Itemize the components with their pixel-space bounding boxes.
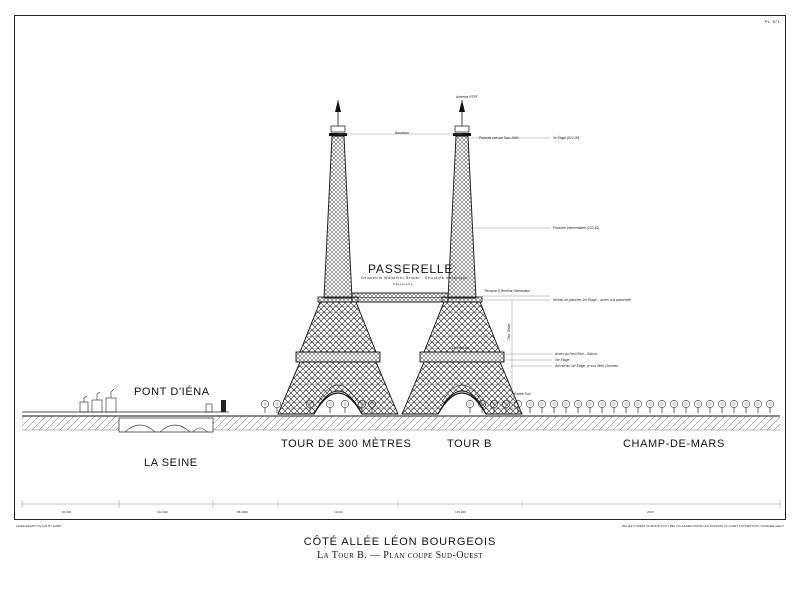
caption-title: CÔTÉ ALLÉE LÉON BOURGEOIS [303,536,497,548]
pont-iena-label: PONT D'IÉNA [134,386,210,398]
annotation-antenne: Antenne RTBF [456,95,478,99]
annotation-etage3: 3e Étage (912,00) [553,136,580,140]
dimension-value: 132,000 [157,510,168,514]
dimension-value: 95,0000 [237,510,248,514]
ground-line [22,415,780,431]
dimension-value: 135,000 [455,510,466,514]
passerelle-sublabel: Géométrie Wanderer-Broder : Structure mé… [361,276,469,280]
dimension-value: 2000 [647,510,654,514]
plate-number: PL. N°1 [764,19,780,24]
tour-300-label: TOUR DE 300 MÈTRES [281,438,412,450]
seine-label: LA SEINE [144,457,198,469]
annotation-dim-top: Baudouin [395,131,409,135]
annotation-entree: Entrée Sud [514,392,531,396]
passerelle-label: PASSERELLE [368,262,454,276]
annotation-acces: Accès au Feuil Bert – Balcon [555,352,598,356]
footnote-right: RELIEF FOREST DUMOND-TOUT BEL TOULEMER F… [622,524,784,528]
annotation-etage1: 1er Étage [555,358,570,362]
annotation-niveau: Niveau de plancher 1er Étage – accès à l… [553,298,632,302]
caption-subtitle: La Tour B. — Plan coupe Sud-Ouest [317,550,483,561]
passerelle-note: Passerelle [393,282,414,286]
tour-b-label: TOUR B [447,438,492,450]
passerelle-bridge [351,292,449,303]
annotation-vertical-dim: Tour Treize [507,323,511,340]
dimension-value: 113,00 [334,510,343,514]
drawing-frame [14,15,786,520]
annotation-point-vue: Point de vue sur Tour 1000 [479,136,519,140]
pont-iena-bridge [22,388,229,433]
annotation-plancher: Plancher intermédiaire (222,40) [553,226,600,230]
annotation-terrasse: Terrasse G Breithar Distribution [484,289,531,293]
champ-de-mars-label: CHAMP-DE-MARS [623,438,725,450]
footnote-left: LIDER ERUDITUS ALB BY HABIT [16,524,62,528]
dimension-value: 95,000 [62,510,72,514]
tower-b [401,100,523,415]
annotation-feuil: Le Feuil bar [452,346,470,350]
annotation-leaders [21,133,781,508]
tower-300m [277,100,399,415]
annotation-arrivee: Arrivée au 1er Étage, je suis Bien Comme… [555,364,619,368]
